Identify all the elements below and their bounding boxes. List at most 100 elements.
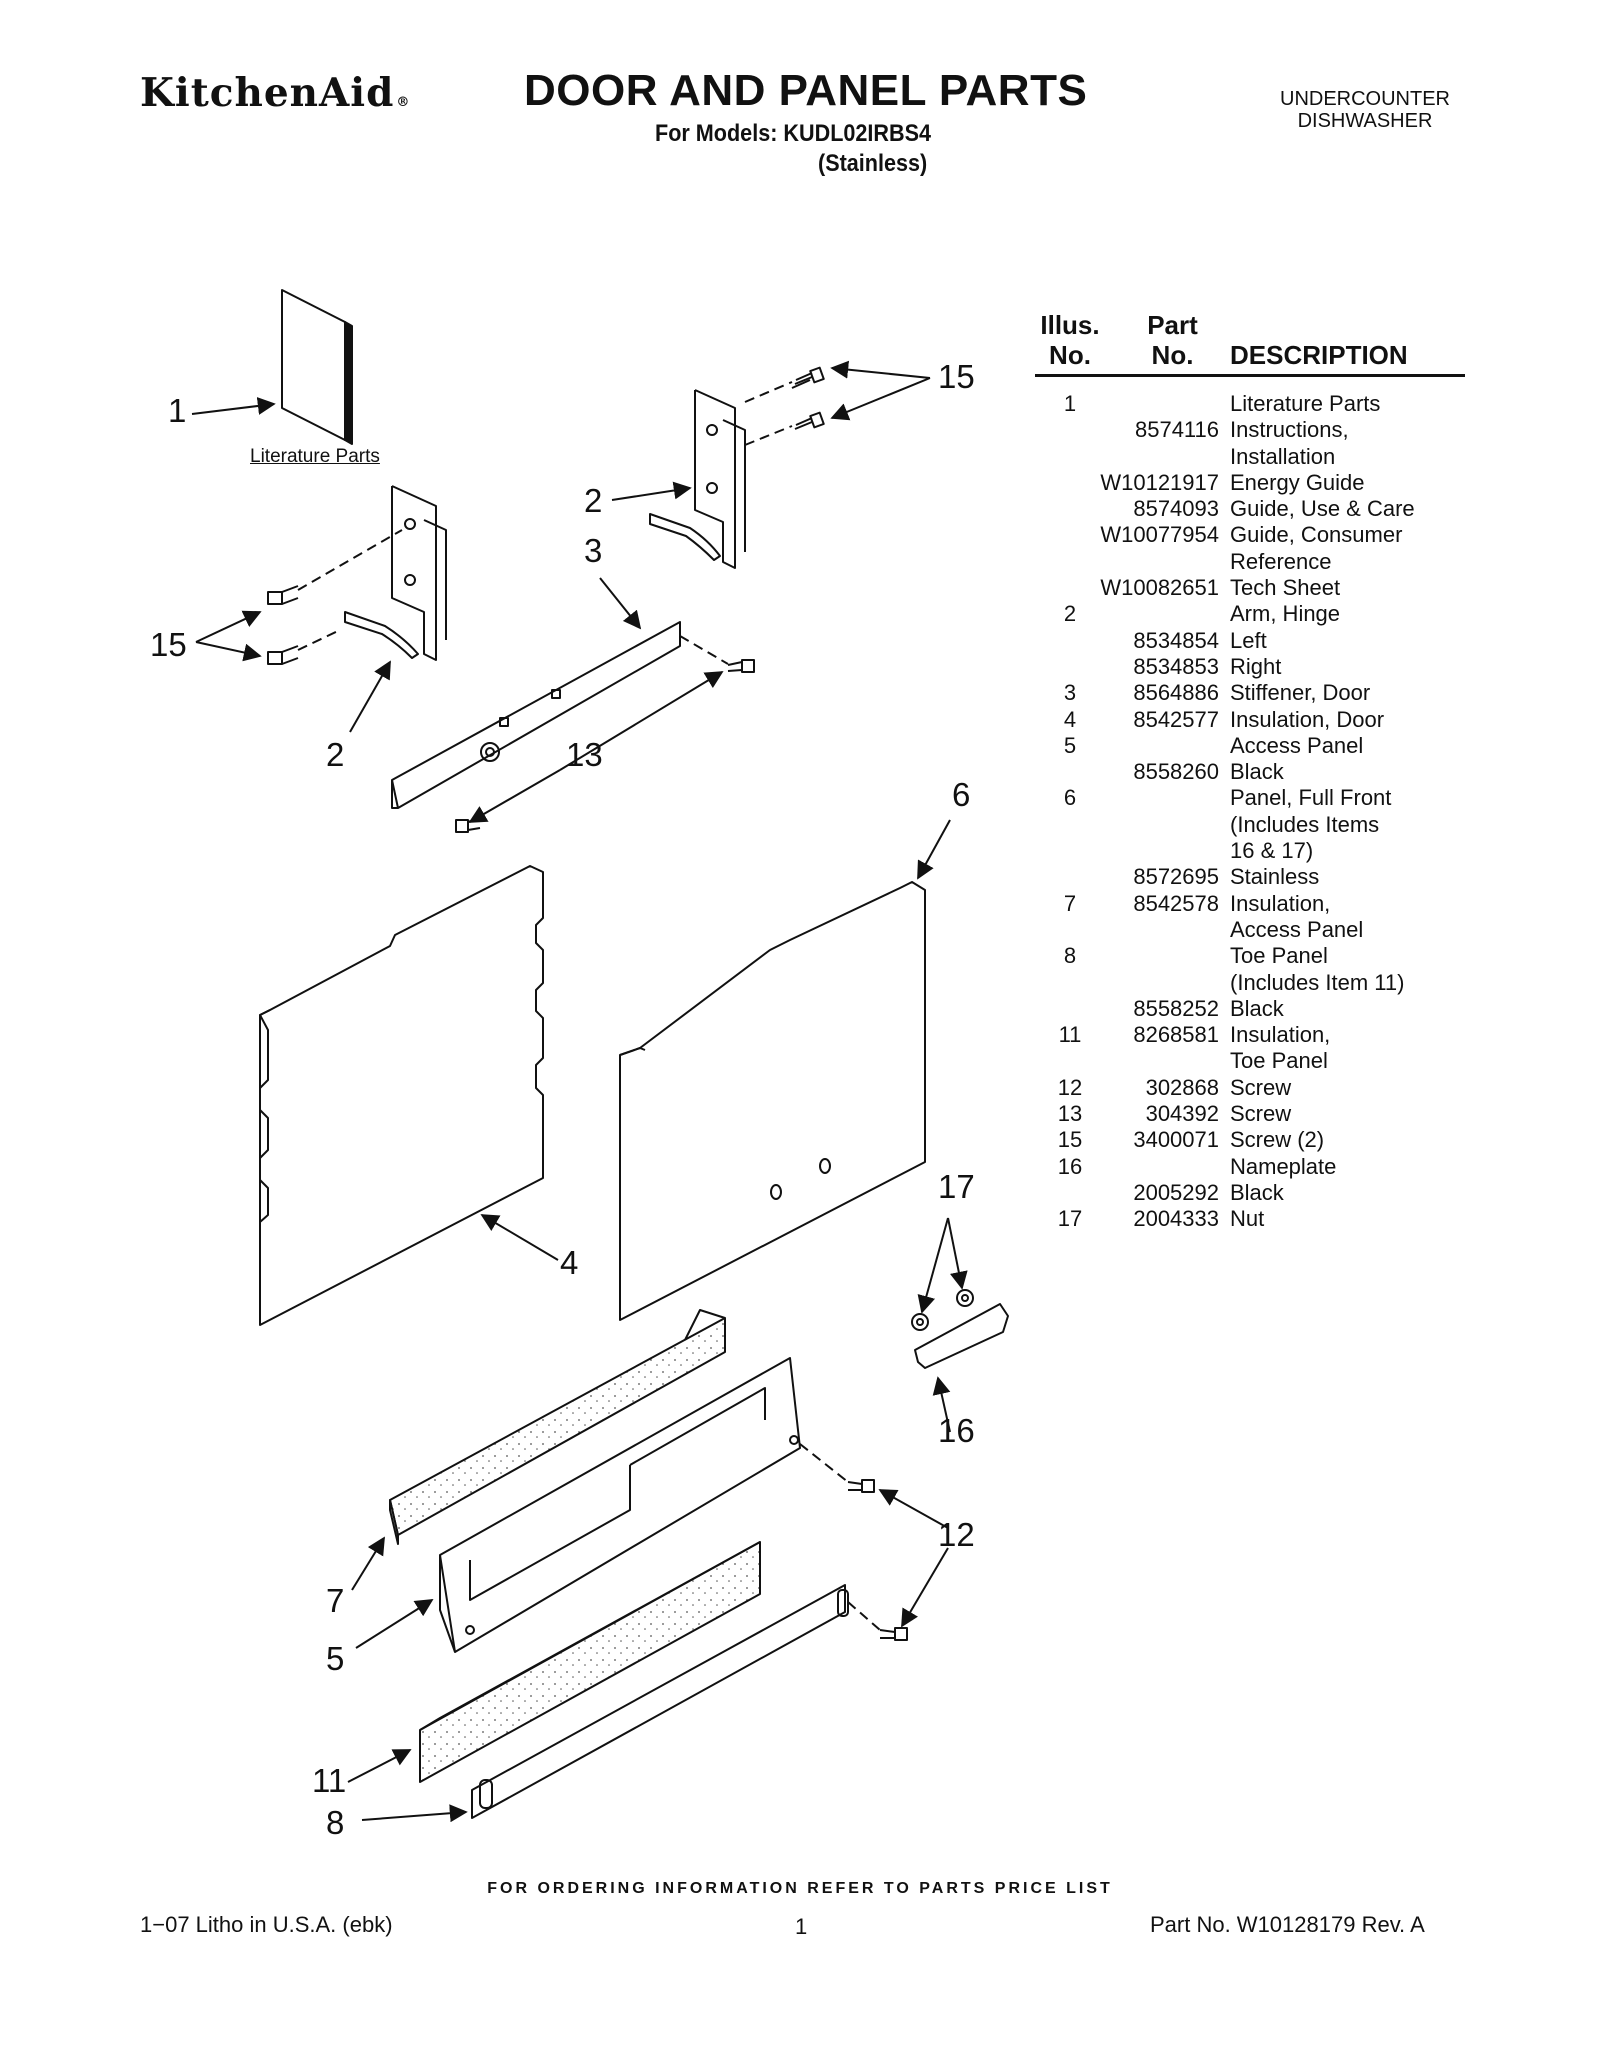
- appliance-type-line1: UNDERCOUNTER: [1280, 88, 1450, 110]
- alignment-lines: [297, 381, 881, 1631]
- registered-mark: ®: [396, 95, 411, 110]
- brand-name: KitchenAid: [140, 70, 395, 116]
- appliance-type: UNDERCOUNTER DISHWASHER: [1240, 88, 1490, 132]
- brand-logo: KitchenAid®: [140, 70, 410, 116]
- callout-12: 12: [938, 1516, 975, 1553]
- row-part-no: 2004333: [1133, 1206, 1219, 1232]
- row-illus-no: 11: [1058, 1022, 1082, 1048]
- row-part-no: 8534854: [1133, 627, 1219, 653]
- row-description: Arm, Hinge: [1230, 601, 1341, 627]
- row-description: Black: [1230, 1179, 1284, 1205]
- table-row: 8572695 Stainless: [1035, 864, 1465, 890]
- row-description: Insulation,: [1230, 890, 1331, 916]
- row-description: Tech Sheet: [1230, 575, 1341, 601]
- header-illus: Illus.: [1040, 310, 1100, 340]
- table-row: Access Panel: [1035, 917, 1465, 943]
- table-row: (Includes Items: [1035, 812, 1465, 838]
- row-illus-no: 7: [1063, 890, 1077, 916]
- row-part-no: W10121917: [1100, 469, 1219, 495]
- row-part-no: W10077954: [1100, 522, 1219, 548]
- row-illus-no: 16: [1057, 1153, 1083, 1179]
- header-part: Part: [1147, 310, 1198, 340]
- table-row: Toe Panel: [1035, 1048, 1465, 1074]
- row-illus-no: 5: [1063, 732, 1077, 758]
- callout-13: 13: [566, 736, 603, 773]
- callout-16: 16: [938, 1412, 975, 1449]
- row-description: Literature Parts: [1230, 391, 1381, 416]
- row-illus-no: 2: [1063, 601, 1077, 627]
- row-part-no: 8268581: [1133, 1022, 1219, 1048]
- row-illus-no: 8: [1063, 943, 1077, 969]
- row-part-no: 8574093: [1133, 496, 1219, 522]
- litho-info: 1−07 Litho in U.S.A. (ebk): [140, 1912, 393, 1937]
- callout-15-left: 15: [150, 626, 187, 663]
- row-description: Insulation, Door: [1230, 706, 1385, 732]
- table-row: 8 Toe Panel: [1035, 943, 1465, 969]
- row-description: Nameplate: [1230, 1153, 1337, 1179]
- callout-6: 6: [952, 776, 971, 813]
- row-description: Toe Panel: [1230, 1048, 1328, 1074]
- table-row: W10082651 Tech Sheet: [1035, 575, 1465, 601]
- callout-15-top: 15: [938, 358, 975, 395]
- callout-17: 17: [938, 1168, 975, 1205]
- callout-11: 11: [312, 1762, 347, 1799]
- part-door-insulation: [259, 865, 544, 1326]
- callout-4: 4: [560, 1244, 579, 1281]
- row-description: Black: [1230, 995, 1284, 1021]
- row-description: Access Panel: [1230, 732, 1364, 758]
- row-description: Stainless: [1230, 864, 1320, 890]
- model-numbers: For Models: KUDL02IRBS4: [655, 120, 932, 147]
- part-toe-panel: [471, 1584, 849, 1819]
- page-title: DOOR AND PANEL PARTS: [524, 66, 1088, 115]
- callout-2-left: 2: [326, 736, 345, 773]
- table-row: Installation: [1035, 444, 1465, 470]
- row-illus-no: 15: [1057, 1127, 1083, 1153]
- part-access-panel: [439, 1357, 801, 1653]
- row-part-no: 2005292: [1133, 1179, 1219, 1205]
- table-row: 5 Access Panel: [1035, 733, 1465, 759]
- row-description: (Includes Item 11): [1230, 969, 1405, 995]
- row-part-no: 8534853: [1133, 653, 1219, 679]
- callout-3: 3: [584, 532, 603, 569]
- row-description: Energy Guide: [1230, 469, 1365, 495]
- row-description: Toe Panel: [1230, 943, 1328, 969]
- callout-1: 1: [168, 392, 187, 429]
- table-row: Reference: [1035, 549, 1465, 575]
- table-row: 2005292 Black: [1035, 1180, 1465, 1206]
- literature-parts-label: Literature Parts: [250, 446, 380, 467]
- row-description: Installation: [1230, 443, 1336, 469]
- row-description: Access Panel: [1230, 916, 1364, 942]
- part-nameplate: [914, 1303, 1009, 1369]
- row-description: Instructions,: [1230, 417, 1349, 443]
- row-description: Black: [1230, 759, 1284, 785]
- callout-leaders: [191, 360, 968, 1823]
- table-row: 2 Arm, Hinge: [1035, 601, 1465, 627]
- row-part-no: 8558260: [1133, 759, 1219, 785]
- table-row: W10121917 Energy Guide: [1035, 470, 1465, 496]
- ordering-note: FOR ORDERING INFORMATION REFER TO PARTS …: [487, 1880, 1113, 1897]
- document-part-number: Part No. W10128179 Rev. A: [1150, 1912, 1425, 1937]
- row-description: Guide, Use & Care: [1230, 496, 1415, 522]
- row-description: (Includes Items: [1230, 811, 1380, 837]
- part-nuts: [911, 1289, 974, 1331]
- table-row: 16 Nameplate: [1035, 1154, 1465, 1180]
- row-description: Panel, Full Front: [1230, 785, 1392, 811]
- row-part-no: 8564886: [1133, 680, 1219, 706]
- table-row: 8558260 Black: [1035, 759, 1465, 785]
- header-rule: [1035, 374, 1465, 377]
- row-part-no: 8572695: [1133, 864, 1219, 890]
- row-description: Nut: [1230, 1206, 1265, 1232]
- row-part-no: W10082651: [1100, 575, 1219, 601]
- row-illus-no: 4: [1063, 706, 1077, 732]
- table-row: (Includes Item 11): [1035, 970, 1465, 996]
- callout-2-right: 2: [584, 482, 603, 519]
